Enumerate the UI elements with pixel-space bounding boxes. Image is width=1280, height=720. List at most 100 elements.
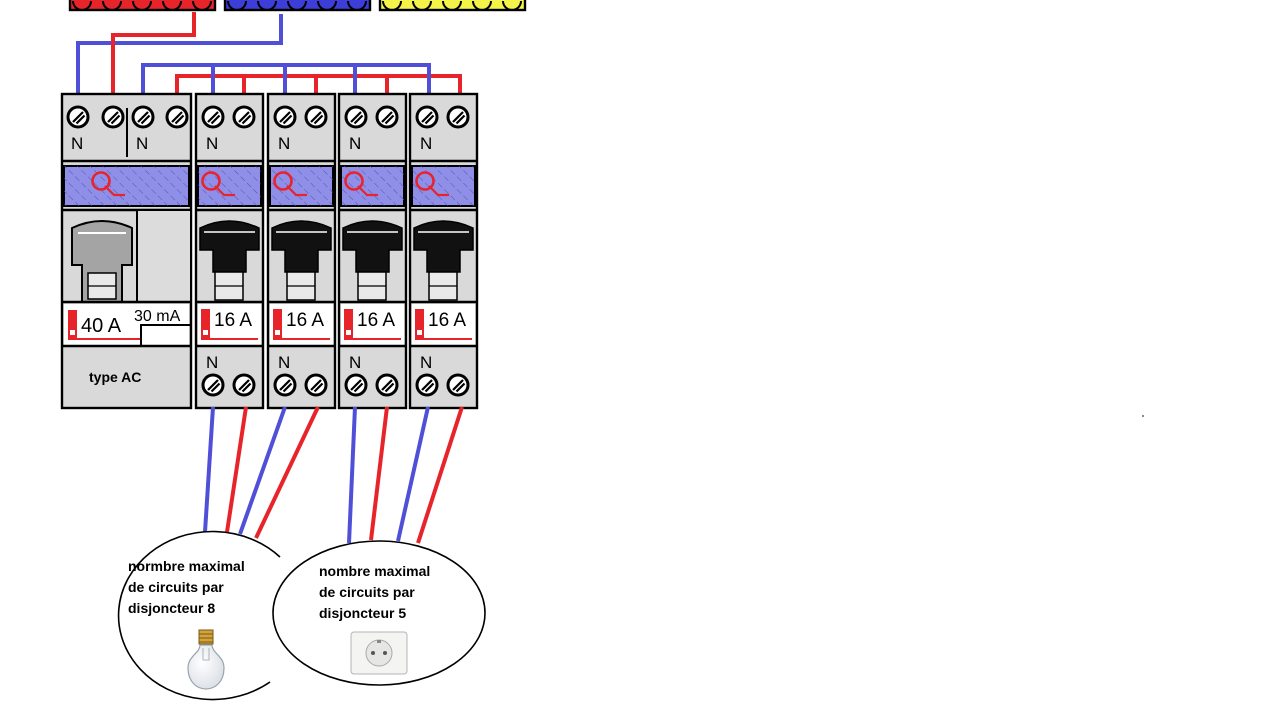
busbar-screw	[382, 0, 402, 11]
busbar-screw	[287, 0, 307, 11]
output-wire-phase	[369, 406, 389, 541]
terminal-screw-icon	[415, 105, 439, 129]
screw-slot	[282, 382, 293, 393]
terminal-label-n: N	[278, 134, 290, 153]
phase-comb	[175, 74, 462, 95]
terminal-label-n: N	[349, 353, 361, 372]
rating-label: 16 A	[214, 310, 252, 331]
screw-slot	[310, 379, 322, 391]
output-wire-phase	[254, 406, 320, 539]
output-wire-neutral	[396, 406, 430, 542]
terminal-label-n: N	[278, 353, 290, 372]
q-logo-icon	[344, 171, 378, 197]
breaker-4: N16 AN	[408, 92, 479, 410]
busbar-screw	[442, 0, 462, 11]
test-panel	[136, 209, 192, 303]
terminal-screw-icon	[344, 105, 368, 129]
screw-slot	[424, 382, 435, 393]
terminal-label-n: N	[206, 353, 218, 372]
q-tail	[104, 185, 125, 197]
q-logo-icon	[201, 171, 235, 197]
screw-slot	[455, 382, 466, 393]
screw-slot	[238, 379, 250, 391]
rating-label: 40 A	[81, 315, 122, 337]
screw-slot	[210, 382, 221, 393]
screw-slot	[452, 379, 464, 391]
busbar-screw	[162, 0, 182, 11]
screw-slot	[384, 382, 395, 393]
terminal-screw-icon	[232, 373, 256, 397]
busbar-screw	[502, 0, 522, 11]
terminal-label-n: N	[71, 134, 83, 153]
yellow-busbar	[378, 0, 527, 12]
terminal-label-n: N	[420, 134, 432, 153]
screw-slot	[72, 111, 84, 123]
breaker-3: N 16 A N	[337, 92, 408, 410]
q-ring	[273, 171, 293, 191]
note-line: nombre maximal	[319, 563, 431, 579]
rating-mark	[68, 310, 77, 338]
screw-slot	[313, 114, 324, 125]
screw-slot	[107, 111, 119, 123]
screw-slot	[350, 111, 362, 123]
note-line: de circuits par	[319, 584, 415, 600]
screw-slot	[241, 114, 252, 125]
busbar-screw	[257, 0, 277, 11]
q-ring	[344, 171, 364, 191]
screw-slot	[353, 114, 364, 125]
screw-slot	[279, 379, 291, 391]
terminal-screw-icon	[304, 105, 328, 129]
q-logo-icon	[273, 171, 307, 197]
screw-slot	[241, 382, 252, 393]
screw-slot	[350, 379, 362, 391]
terminal-screw-icon	[344, 373, 368, 397]
screw-slot	[282, 114, 293, 125]
rating-mark-dot	[70, 330, 75, 335]
q-ring	[415, 171, 435, 191]
supply-wire-neutral	[76, 14, 283, 95]
busbar-screw	[472, 0, 492, 11]
power-socket-icon	[350, 631, 408, 675]
screw-slot	[353, 382, 364, 393]
screw-slot	[110, 114, 121, 125]
rating-mark	[201, 309, 210, 338]
neutral-comb	[141, 63, 431, 95]
screw-slot	[238, 111, 250, 123]
busbar-screw	[192, 0, 212, 11]
terminal-screw-icon	[101, 105, 125, 129]
note-lighting	[117, 530, 281, 701]
rating-mark-dot	[417, 330, 422, 335]
toggle-lever	[413, 220, 474, 273]
note-bubble	[272, 540, 486, 686]
screw-slot	[210, 114, 221, 125]
screw-slot	[455, 114, 466, 125]
terminal-label-n: N	[349, 134, 361, 153]
rating-mark	[273, 309, 282, 338]
screw-slot	[207, 379, 219, 391]
note-lighting-text: normbre maximal de circuits par disjonct…	[128, 556, 245, 619]
sensitivity-label: 30 mA	[134, 308, 181, 325]
screw-slot	[140, 114, 151, 125]
screw-slot	[381, 379, 393, 391]
screw-slot	[452, 111, 464, 123]
breaker-2: N16 AN	[266, 92, 337, 410]
sensitivity-box	[140, 324, 191, 345]
terminal-label-n: N	[206, 134, 218, 153]
busbar-screw	[102, 0, 122, 11]
output-wire-neutral	[238, 406, 287, 535]
output-wire-neutral	[347, 406, 357, 544]
terminal-label-n: N	[420, 353, 432, 372]
rating-mark	[344, 309, 353, 338]
screw-slot	[171, 111, 183, 123]
rating-label: 16 A	[357, 310, 395, 331]
red-busbar	[68, 0, 217, 12]
note-line: de circuits par	[128, 579, 224, 595]
terminal-screw-icon	[375, 105, 399, 129]
output-wire-phase	[416, 406, 464, 544]
q-logo-icon	[91, 171, 125, 197]
terminal-label-n: N	[136, 134, 148, 153]
blue-busbar	[223, 0, 372, 12]
q-tail	[286, 185, 307, 197]
